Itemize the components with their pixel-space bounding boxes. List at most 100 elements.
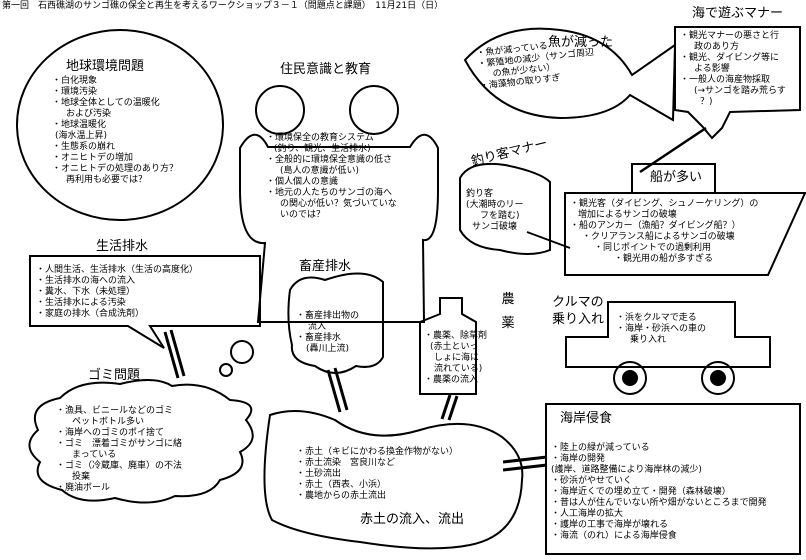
awareness-title: 住民意識と教育 [280, 62, 372, 77]
list-item: 生態系の崩れ [52, 142, 178, 153]
list-item: (釣り、観光、生活排水) [274, 144, 371, 154]
list-item: よる影響 [694, 64, 730, 74]
list-item: 生活排水の海への流入 [36, 276, 198, 287]
list-item: 乗り入れ [630, 335, 667, 345]
cars-list: 浜をクルマで走る 海岸・砂浜への車の 乗り入れ [616, 313, 706, 346]
list-item: ゴミ 漂着ゴミがサンゴに絡 [56, 439, 182, 450]
agri-title: 農薬 [501, 292, 515, 331]
list-item: 観光、ダイビング等に [680, 53, 786, 64]
list-item: 農薬、除草剤 [424, 331, 487, 342]
page-title: 第一回 石西礁湖のサンゴ礁の保全と再生を考えるワークショップ３－１（問題点と課題… [2, 1, 444, 11]
list-item: 白化現象 [52, 76, 178, 87]
list-item: まっている [72, 450, 117, 460]
list-item: 全般的に環境保全意識の低さ [266, 155, 397, 166]
car-wheel-right [701, 361, 735, 395]
list-item: 増加によるサンゴの破壊 [578, 210, 677, 220]
list-item: (島人の意識が低い) [280, 166, 360, 176]
erosion-list: 陸上の緑が減っている 海岸の開発 (護岸、道路整備により海岸林の減少) 砂浜がや… [551, 443, 767, 542]
list-item: クリアランス船によるサンゴの破壊 [570, 232, 758, 243]
erosion-box [545, 403, 801, 555]
list-item: および汚染 [66, 109, 112, 119]
car-body [565, 301, 771, 368]
list-item: (海水温上昇) [55, 131, 108, 141]
list-item: ゴミ（冷蔵庫、廃車）の不法 [56, 461, 182, 472]
global-env-title: 地球環境問題 [66, 59, 145, 74]
list-item: 海岸近くでの埋め立て・開発（森林破壊） [551, 487, 767, 498]
cars-title-line2: 乗り入れ [552, 312, 605, 327]
livestock-list: 畜産排出物の 流入 畜産排水 (轟川上流) [296, 311, 359, 355]
marine-play-list: 観光マナーの悪さと行 政のあり方 観光、ダイビング等に よる影響 一般人の海産物… [680, 31, 786, 108]
red-soil-list: 赤土（キビにかわる換金作物がない） 赤土流染 宮良川など 土砂流出 赤土（西表、… [296, 447, 458, 502]
boats-list: 観光客（ダイビング、シュノーケリング）の 増加によるサンゴの破壊 船のアンカー（… [570, 199, 758, 265]
list-item: 流入 [308, 322, 327, 332]
list-item: (赤土といっ [430, 342, 479, 352]
list-item: 観光用の船が多すぎる [570, 254, 758, 265]
list-item: ？) [700, 97, 713, 107]
fishing-list: 釣り客 (大潮時のリー フを踏む) サンゴ破壊 [466, 189, 524, 233]
list-item: 人工海岸の拡大 [551, 509, 767, 520]
list-item: 生活排水による汚染 [36, 298, 198, 309]
fishing-shape [459, 162, 551, 255]
list-item: 糞水、下水（未処理） [36, 287, 198, 298]
list-item: 護岸の工事で海岸が壊れる [551, 520, 767, 531]
boats-title: 船が多い [650, 170, 703, 185]
global-env-list: 白化現象 環境汚染 地球全体としての温暖化 および汚染 地球温暖化 (海水温上昇… [52, 76, 178, 186]
erosion-title: 海岸侵食 [560, 411, 613, 426]
list-item: 一般人の海産物採取 [680, 75, 786, 86]
list-item: 海流（のれ）による海岸侵食 [551, 531, 767, 542]
list-item: 環境保全の教育システム [266, 133, 397, 144]
list-item: 政のあり方 [694, 42, 740, 52]
list-item: 観光客（ダイビング、シュノーケリング）の [570, 199, 758, 210]
list-item: 船のアンカー（漁船？ダイビング船？） [570, 221, 758, 232]
list-item: 海岸へのゴミのポイ捨て [56, 428, 182, 439]
list-item: 観光マナーの悪さと行 [680, 31, 786, 42]
agri-list: 農薬、除草剤 (赤土といっ しょに海に 流れている) 農薬の流入 [424, 331, 487, 386]
livestock-shape [287, 272, 384, 374]
list-item: 漁具、ビニールなどのゴミ [56, 406, 182, 417]
list-item: 海岸の開発 [551, 454, 767, 465]
car-wheel-left [613, 361, 647, 395]
list-item: (轟川上流) [306, 344, 350, 354]
red-soil-title: 赤土の流入、流出 [360, 512, 465, 527]
household-shape [29, 255, 261, 349]
list-item: 昔は人が住んでいない所や畑がないところまで開発 [551, 498, 767, 509]
red-soil-shape [263, 410, 524, 550]
list-item: 農薬の流入 [424, 375, 487, 386]
list-item: 人間生活、生活排水（生活の高度化） [36, 265, 198, 276]
list-item: 赤土（西表、小浜） [296, 480, 458, 491]
livestock-title: 畜産排水 [299, 259, 352, 274]
garbage-cloud [28, 379, 254, 504]
list-item: 農地からの赤土流出 [296, 491, 458, 502]
list-item: 廃油ボール [56, 483, 182, 494]
list-item: (護岸、道路整備により海岸林の減少) [551, 465, 702, 475]
list-item: 地球温暖化 [52, 120, 178, 131]
cars-title-line1: クルマの [552, 295, 604, 310]
list-item: (大潮時のリー [466, 200, 524, 210]
list-item: 赤土（キビにかわる換金作物がない） [296, 447, 458, 458]
list-item: 地球全体としての温暖化 [52, 98, 178, 109]
awareness-list: 環境保全の教育システム (釣り、観光、生活排水) 全般的に環境保全意識の低さ (… [266, 133, 397, 221]
boat-shape [564, 192, 806, 276]
list-item: しょに海に [434, 353, 480, 363]
marine-play-shape [674, 26, 801, 140]
list-item: ペットボトル多い [72, 417, 145, 427]
global-env-circle [16, 29, 224, 221]
household-list: 人間生活、生活排水（生活の高度化） 生活排水の海への流入 糞水、下水（未処理） … [36, 265, 198, 320]
list-item: (→サンゴを踏み荒らす [694, 86, 786, 96]
list-item: 釣り客 [466, 189, 494, 199]
marine-play-title: 海で遊ぶマナー [692, 6, 784, 21]
list-item: の関心が低い？気づいていな [280, 199, 397, 209]
list-item: 同じポイントでの過剰利用 [570, 243, 758, 254]
list-item: いのでは？ [280, 210, 326, 220]
list-item: 陸上の緑が減っている [551, 443, 767, 454]
list-item: 環境汚染 [52, 87, 178, 98]
list-item: オニヒトデの処理のあり方？ [52, 164, 178, 175]
list-item: サンゴ破壊 [472, 222, 518, 232]
list-item: 砂浜がやせていく [551, 476, 767, 487]
list-item: 個人個人の意識 [266, 177, 397, 188]
list-item: 流れている) [434, 364, 483, 374]
household-title: 生活排水 [96, 239, 149, 254]
list-item: 投棄 [72, 472, 91, 482]
garbage-bubble-small [219, 363, 233, 377]
list-item: 地元の人たちのサンゴの海へ [266, 188, 397, 199]
